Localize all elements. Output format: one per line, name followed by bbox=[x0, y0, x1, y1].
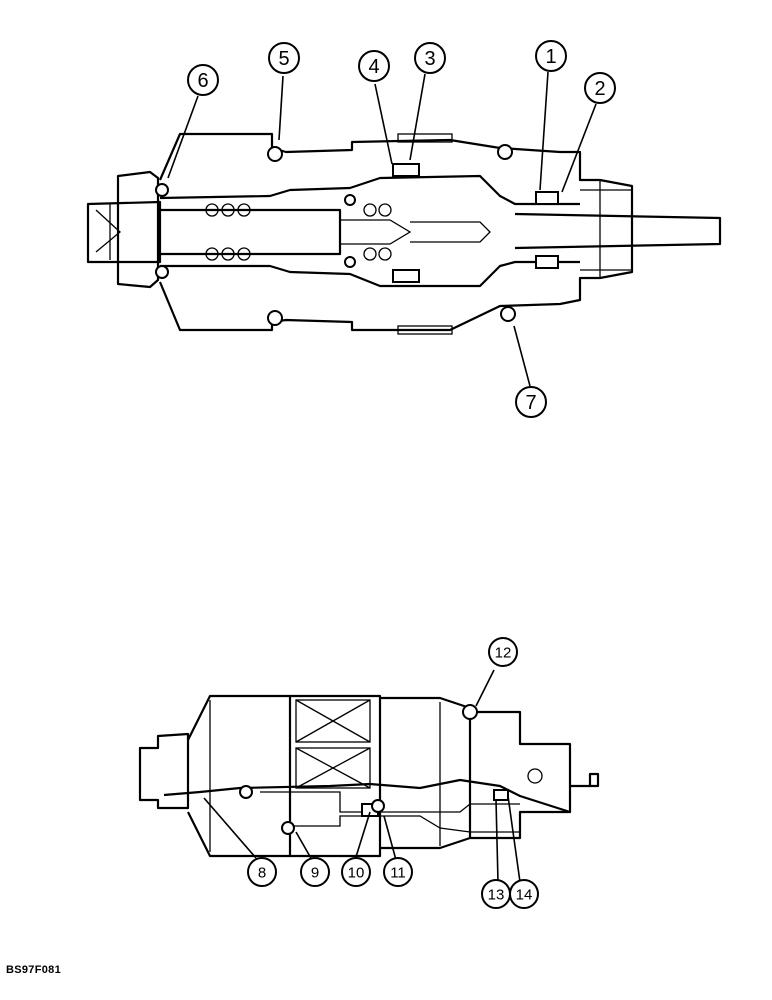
callout-label: 11 bbox=[390, 865, 406, 882]
callout-8: 8 bbox=[247, 857, 277, 887]
callout-label: 13 bbox=[488, 887, 505, 904]
o-ring-12 bbox=[462, 704, 478, 720]
callout-label: 14 bbox=[516, 887, 533, 904]
callout-label: 6 bbox=[197, 70, 208, 92]
callout-label: 12 bbox=[495, 645, 512, 662]
callout-4: 4 bbox=[358, 50, 390, 82]
callout-2: 2 bbox=[584, 72, 616, 104]
callout-label: 9 bbox=[311, 865, 319, 882]
callout-13: 13 bbox=[481, 879, 511, 909]
callout-label: 7 bbox=[525, 392, 536, 414]
figure-code: BS97F081 bbox=[6, 964, 61, 976]
lower-leader-lines bbox=[203, 669, 521, 883]
callout-7: 7 bbox=[515, 386, 547, 418]
callout-6: 6 bbox=[187, 64, 219, 96]
callout-14: 14 bbox=[509, 879, 539, 909]
callout-label: 8 bbox=[258, 865, 266, 882]
callout-3: 3 bbox=[414, 42, 446, 74]
callout-10: 10 bbox=[341, 857, 371, 887]
callout-5: 5 bbox=[268, 42, 300, 74]
callout-label: 4 bbox=[368, 56, 379, 78]
callout-12: 12 bbox=[488, 637, 518, 667]
callout-label: 5 bbox=[278, 48, 289, 70]
callout-label: 10 bbox=[348, 865, 365, 882]
o-ring-7 bbox=[500, 306, 516, 322]
callout-label: 3 bbox=[424, 48, 435, 70]
o-ring-5 bbox=[267, 146, 283, 162]
callout-1: 1 bbox=[535, 40, 567, 72]
o-ring-6 bbox=[155, 183, 169, 197]
callout-label: 2 bbox=[594, 78, 605, 100]
callout-11: 11 bbox=[383, 857, 413, 887]
callout-9: 9 bbox=[300, 857, 330, 887]
callout-label: 1 bbox=[545, 46, 556, 68]
spring-coils bbox=[205, 203, 392, 261]
upper-leader-lines bbox=[167, 71, 597, 387]
lower-valve-assembly bbox=[138, 694, 600, 858]
upper-valve-assembly bbox=[86, 132, 722, 335]
